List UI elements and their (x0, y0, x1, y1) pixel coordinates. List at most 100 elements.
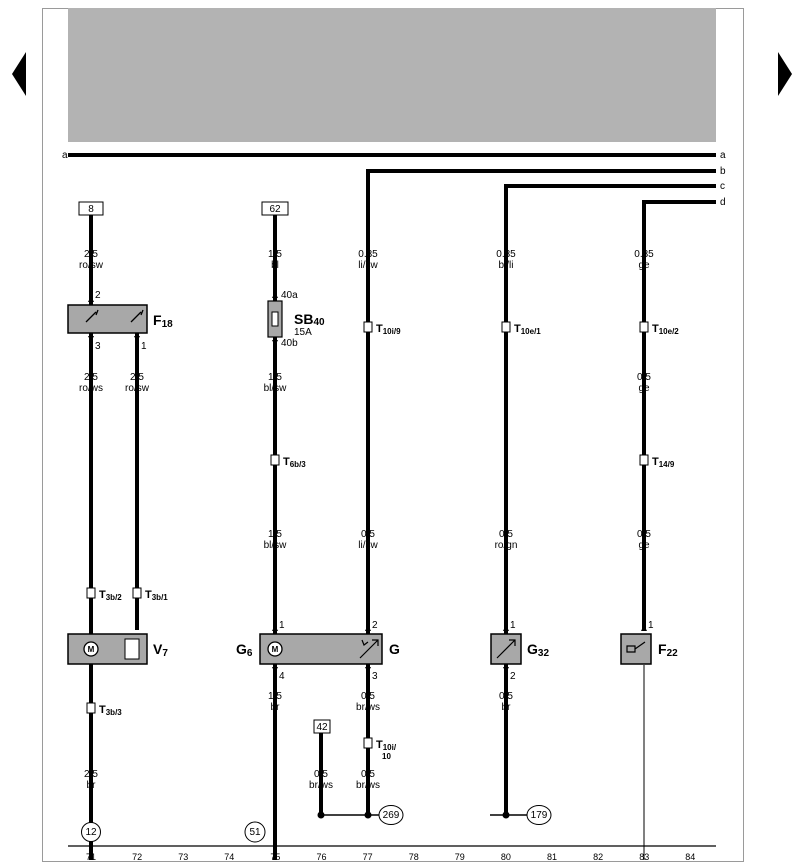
svg-text:15A: 15A (294, 327, 312, 338)
svg-text:br: br (271, 702, 281, 713)
svg-text:1.5: 1.5 (268, 529, 282, 540)
svg-text:br/ws: br/ws (356, 780, 380, 791)
svg-text:2: 2 (510, 671, 516, 682)
svg-text:li/sw: li/sw (358, 540, 378, 551)
svg-text:M: M (272, 645, 279, 654)
connector-t6b3: T6b/3 (270, 454, 306, 469)
ref-box-62-label: 62 (269, 204, 281, 215)
svg-text:0.5: 0.5 (637, 529, 651, 540)
svg-text:179: 179 (531, 810, 548, 821)
svg-text:G: G (389, 641, 400, 657)
connector-t10i10: T10i/10 (363, 737, 397, 761)
grid-number: 71 (86, 852, 96, 862)
connector-t149: T14/9 (639, 454, 675, 469)
grid-number: 79 (455, 852, 465, 862)
svg-text:F18: F18 (153, 312, 173, 330)
svg-text:T10i/: T10i/ (376, 739, 397, 752)
svg-text:G32: G32 (527, 641, 549, 659)
connector-t3b3: T3b/3 (86, 702, 122, 717)
wire-labels: 2.5ro/sw 2.5ro/ws 2.5ro/sw 2.5br 1.5bl 1… (79, 249, 654, 791)
svg-text:1: 1 (648, 620, 654, 631)
svg-text:bl: bl (271, 260, 279, 271)
svg-text:0.5: 0.5 (361, 691, 375, 702)
grid-number: 77 (363, 852, 373, 862)
svg-text:0.5: 0.5 (637, 372, 651, 383)
svg-text:br: br (502, 702, 512, 713)
svg-text:ro/gn: ro/gn (495, 540, 518, 551)
component-v7: M V7 (67, 633, 168, 665)
svg-text:0.5: 0.5 (361, 529, 375, 540)
svg-text:1: 1 (141, 341, 147, 352)
svg-text:4: 4 (279, 671, 285, 682)
grid-number: 82 (593, 852, 603, 862)
grid-number: 75 (270, 852, 280, 862)
ref-box-42 (313, 719, 331, 734)
svg-text:ge: ge (638, 260, 650, 271)
component-f18: 2 3 1 F18 (67, 290, 173, 352)
svg-text:269: 269 (383, 810, 400, 821)
svg-text:T3b/2: T3b/2 (99, 589, 122, 602)
svg-text:0.5: 0.5 (499, 691, 513, 702)
svg-text:2.5: 2.5 (130, 372, 144, 383)
prev-page-icon[interactable] (12, 52, 26, 96)
svg-text:1.5: 1.5 (268, 249, 282, 260)
svg-text:ro/sw: ro/sw (125, 383, 150, 394)
svg-text:br/ws: br/ws (356, 702, 380, 713)
svg-text:2: 2 (372, 620, 378, 631)
svg-text:M: M (88, 645, 95, 654)
svg-text:T10e/2: T10e/2 (652, 323, 679, 336)
svg-text:bl/sw: bl/sw (264, 383, 288, 394)
svg-text:F22: F22 (658, 641, 678, 659)
svg-text:2.5: 2.5 (84, 769, 98, 780)
svg-text:0.35: 0.35 (634, 249, 654, 260)
svg-text:ge: ge (638, 383, 650, 394)
ref-box-8-label: 8 (88, 204, 94, 215)
grid-number: 78 (409, 852, 419, 862)
svg-text:ro/ws: ro/ws (79, 383, 103, 394)
svg-text:br: br (87, 780, 97, 791)
svg-text:bl/li: bl/li (498, 260, 513, 271)
junction-dots (317, 811, 510, 819)
svg-text:2.5: 2.5 (84, 372, 98, 383)
svg-text:li/sw: li/sw (358, 260, 378, 271)
svg-text:T14/9: T14/9 (652, 456, 675, 469)
connector-t3b2: T3b/2 (86, 587, 122, 602)
svg-text:bl/sw: bl/sw (264, 540, 288, 551)
svg-text:10: 10 (382, 752, 391, 761)
bus-label-a-left: a (62, 150, 68, 161)
svg-text:0.35: 0.35 (358, 249, 378, 260)
grid-number: 72 (132, 852, 142, 862)
svg-text:0.35: 0.35 (496, 249, 516, 260)
svg-text:ro/sw: ro/sw (79, 260, 104, 271)
grid-number: 83 (639, 852, 649, 862)
next-page-icon[interactable] (778, 52, 792, 96)
svg-text:1: 1 (510, 620, 516, 631)
component-g6-g: M 1 4 2 3 G6 G (236, 620, 400, 682)
svg-text:3: 3 (372, 671, 378, 682)
svg-text:0.5: 0.5 (499, 529, 513, 540)
grid-number: 74 (224, 852, 234, 862)
svg-text:T10i/9: T10i/9 (376, 323, 401, 336)
connector-t10e1: T10e/1 (501, 321, 541, 336)
thin-wires (321, 665, 645, 860)
svg-text:ge: ge (638, 540, 650, 551)
circled-references: 12 51 269 179 (81, 805, 552, 843)
header-graphic (68, 8, 716, 142)
connector-t10e2: T10e/2 (639, 321, 679, 336)
component-sb40: 40a 40b SB40 15A (267, 290, 325, 349)
bus-label-d: d (720, 197, 726, 208)
svg-text:V7: V7 (153, 641, 168, 659)
svg-text:SB40: SB40 (294, 311, 325, 328)
svg-text:br/ws: br/ws (309, 780, 333, 791)
svg-text:40b: 40b (281, 338, 298, 349)
svg-text:1.5: 1.5 (268, 691, 282, 702)
svg-text:40a: 40a (281, 290, 298, 301)
svg-text:T3b/3: T3b/3 (99, 704, 122, 717)
connector-t10i9: T10i/9 (363, 321, 401, 336)
svg-text:1: 1 (279, 620, 285, 631)
grid-number: 73 (178, 852, 188, 862)
grid-number: 81 (547, 852, 557, 862)
grid-number: 76 (316, 852, 326, 862)
